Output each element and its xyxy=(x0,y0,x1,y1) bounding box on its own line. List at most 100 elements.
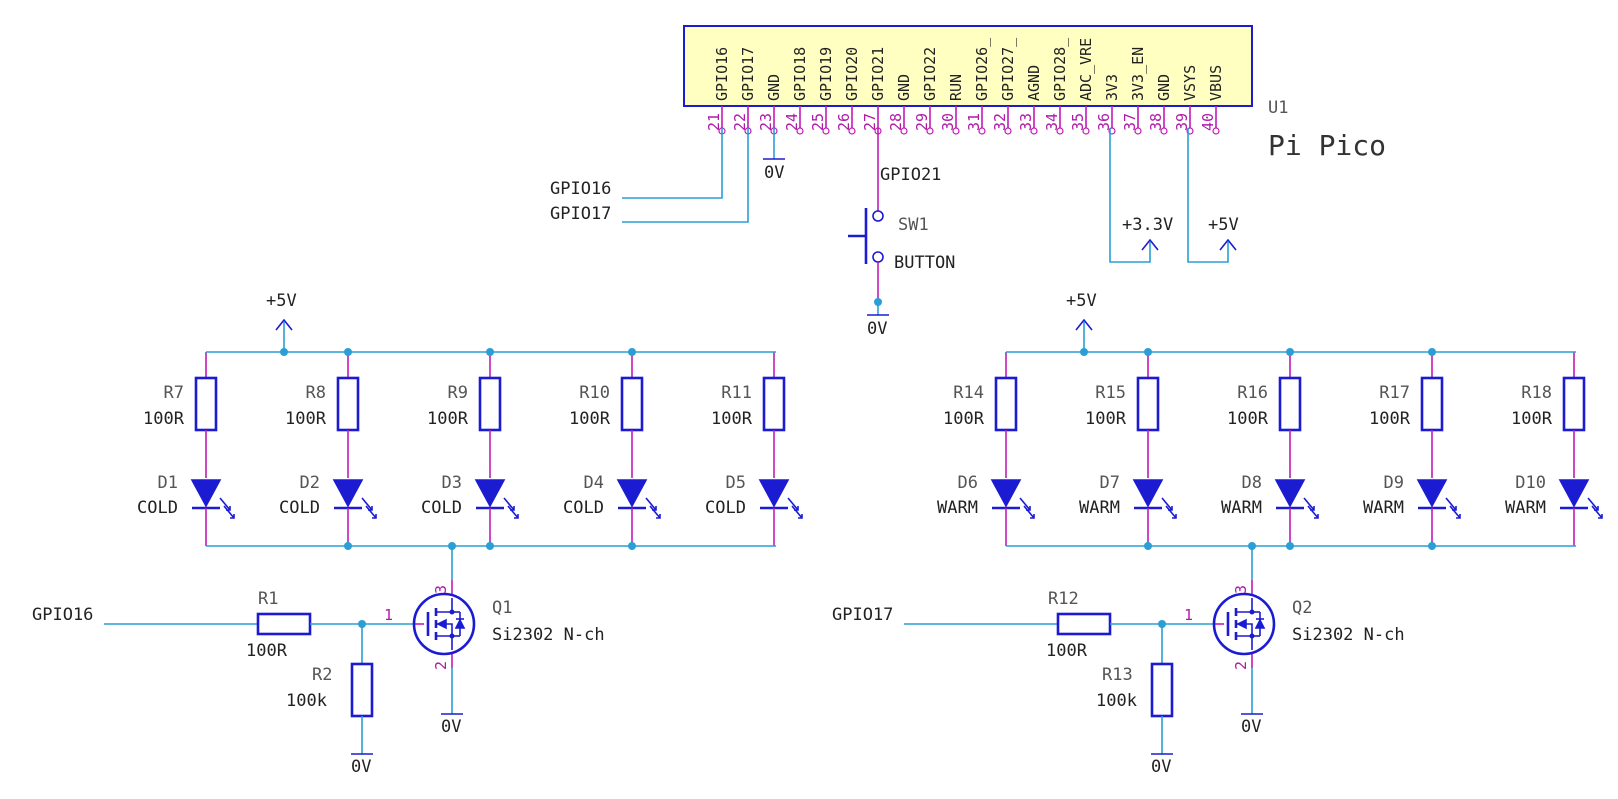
gpio21-net-label: GPIO21 xyxy=(880,165,941,185)
power-arrow-icon xyxy=(1075,318,1093,331)
mosfet-drain-lead xyxy=(1236,598,1253,613)
led-value: COLD xyxy=(563,498,604,518)
led-emission-arrow xyxy=(1587,497,1599,511)
pico-pin-end xyxy=(1056,127,1064,135)
led-emission-arrow xyxy=(1456,514,1461,519)
led-emission-arrow xyxy=(1307,505,1319,519)
pico-pin-number: 37 xyxy=(1121,113,1139,131)
led-emission-arrow xyxy=(372,514,377,519)
junction-dot xyxy=(486,348,494,356)
pico-body xyxy=(683,25,1253,107)
switch-junction xyxy=(874,298,882,306)
pico-pin-number: 34 xyxy=(1043,113,1061,131)
pico-pin-number: 36 xyxy=(1095,113,1113,131)
pico-pin-name: GPIO22 xyxy=(921,47,939,101)
led-ref: D6 xyxy=(958,473,978,493)
led-value: COLD xyxy=(137,498,178,518)
warm-pulldown-ref: R13 xyxy=(1102,665,1133,685)
resistor-ref: R9 xyxy=(448,383,468,403)
resistor-symbol xyxy=(1420,376,1444,432)
led-ref: D10 xyxy=(1515,473,1546,493)
warm-source-gnd-label: 0V xyxy=(1241,717,1261,737)
pico-pin-name: GPIO26_ xyxy=(973,37,991,101)
mosfet-source-lead xyxy=(1236,635,1253,650)
led-emission-arrow xyxy=(1445,497,1457,511)
mosfet-source-lead xyxy=(436,635,453,650)
junction-dot xyxy=(1428,348,1436,356)
warm-gate-resistor-ref: R12 xyxy=(1048,589,1079,609)
pico-pin-number: 27 xyxy=(861,113,879,131)
resistor-value: 100R xyxy=(1227,409,1269,429)
led-emission-arrow xyxy=(230,514,235,519)
switch-value: BUTTON xyxy=(894,253,955,273)
resistor-symbol xyxy=(762,376,786,432)
led-emission-arrow xyxy=(365,505,377,519)
cold-pulldown-ref: R2 xyxy=(312,665,332,685)
led-ref: D4 xyxy=(584,473,604,493)
mosfet-arrow-icon xyxy=(1236,618,1247,630)
resistor-ref: R8 xyxy=(306,383,326,403)
led-icon xyxy=(616,479,648,508)
led-value: COLD xyxy=(279,498,320,518)
led-icon xyxy=(474,479,506,508)
pico-pin-end xyxy=(822,127,830,135)
led-emission-arrow xyxy=(787,497,799,511)
v33-label: +3.3V xyxy=(1122,215,1173,235)
v33-wire xyxy=(1109,128,1151,263)
vsys-wire xyxy=(1187,128,1229,263)
pico-pin-name: GPIO17 xyxy=(739,47,757,101)
pico-pin-number: 39 xyxy=(1173,113,1191,131)
led-icon xyxy=(1558,479,1590,508)
led-emission-arrow xyxy=(219,497,231,511)
resistor-symbol xyxy=(336,376,360,432)
cold-mosfet-symbol xyxy=(412,592,476,656)
pico-pin-end xyxy=(796,127,804,135)
switch-contact-top xyxy=(872,210,884,222)
mosfet-body xyxy=(412,592,476,656)
resistor-value: 100R xyxy=(427,409,469,429)
pico-pin-name: GND xyxy=(1155,74,1173,101)
resistor-symbol xyxy=(1278,376,1302,432)
cold-mosfet-value: Si2302 N-ch xyxy=(492,625,605,645)
junction-dot xyxy=(1286,542,1294,550)
gpio16-net-label: GPIO16 xyxy=(550,179,611,199)
resistor-value: 100R xyxy=(1511,409,1553,429)
led-ref: D7 xyxy=(1100,473,1120,493)
warm-gate-pin-number: 1 xyxy=(1184,606,1193,624)
cold-pulldown-gnd-label: 0V xyxy=(351,757,371,777)
led-emission-arrow xyxy=(649,505,661,519)
led-icon xyxy=(1274,479,1306,508)
pico-pin-end xyxy=(900,127,908,135)
pico-gnd-label: 0V xyxy=(764,163,784,183)
pico-pin-number: 22 xyxy=(731,113,749,131)
mosfet-diode-icon xyxy=(454,618,466,629)
led-icon xyxy=(190,479,222,508)
junction-dot xyxy=(1144,348,1152,356)
resistor-ref: R14 xyxy=(953,383,984,403)
pico-pin-name: VBUS xyxy=(1207,65,1225,101)
pico-pin-name: GND xyxy=(895,74,913,101)
pico-pin-number: 29 xyxy=(913,113,931,131)
cold-drain-pin-number: 3 xyxy=(432,585,450,594)
warm-mosfet-value: Si2302 N-ch xyxy=(1292,625,1405,645)
warm-pulldown-gnd-label: 0V xyxy=(1151,757,1171,777)
pico-pin-end xyxy=(1082,127,1090,135)
pico-pin-end xyxy=(952,127,960,135)
led-ref: D5 xyxy=(726,473,746,493)
power-arrow-icon xyxy=(275,318,293,331)
cold-mosfet-ref: Q1 xyxy=(492,598,512,618)
led-emission-arrow xyxy=(1161,497,1173,511)
pico-pin-number: 40 xyxy=(1199,113,1217,131)
pico-pin-number: 32 xyxy=(991,113,1009,131)
resistor-ref: R7 xyxy=(164,383,184,403)
resistor-value: 100R xyxy=(943,409,985,429)
led-emission-arrow xyxy=(1598,514,1603,519)
led-icon xyxy=(332,479,364,508)
junction-dot xyxy=(1080,348,1088,356)
